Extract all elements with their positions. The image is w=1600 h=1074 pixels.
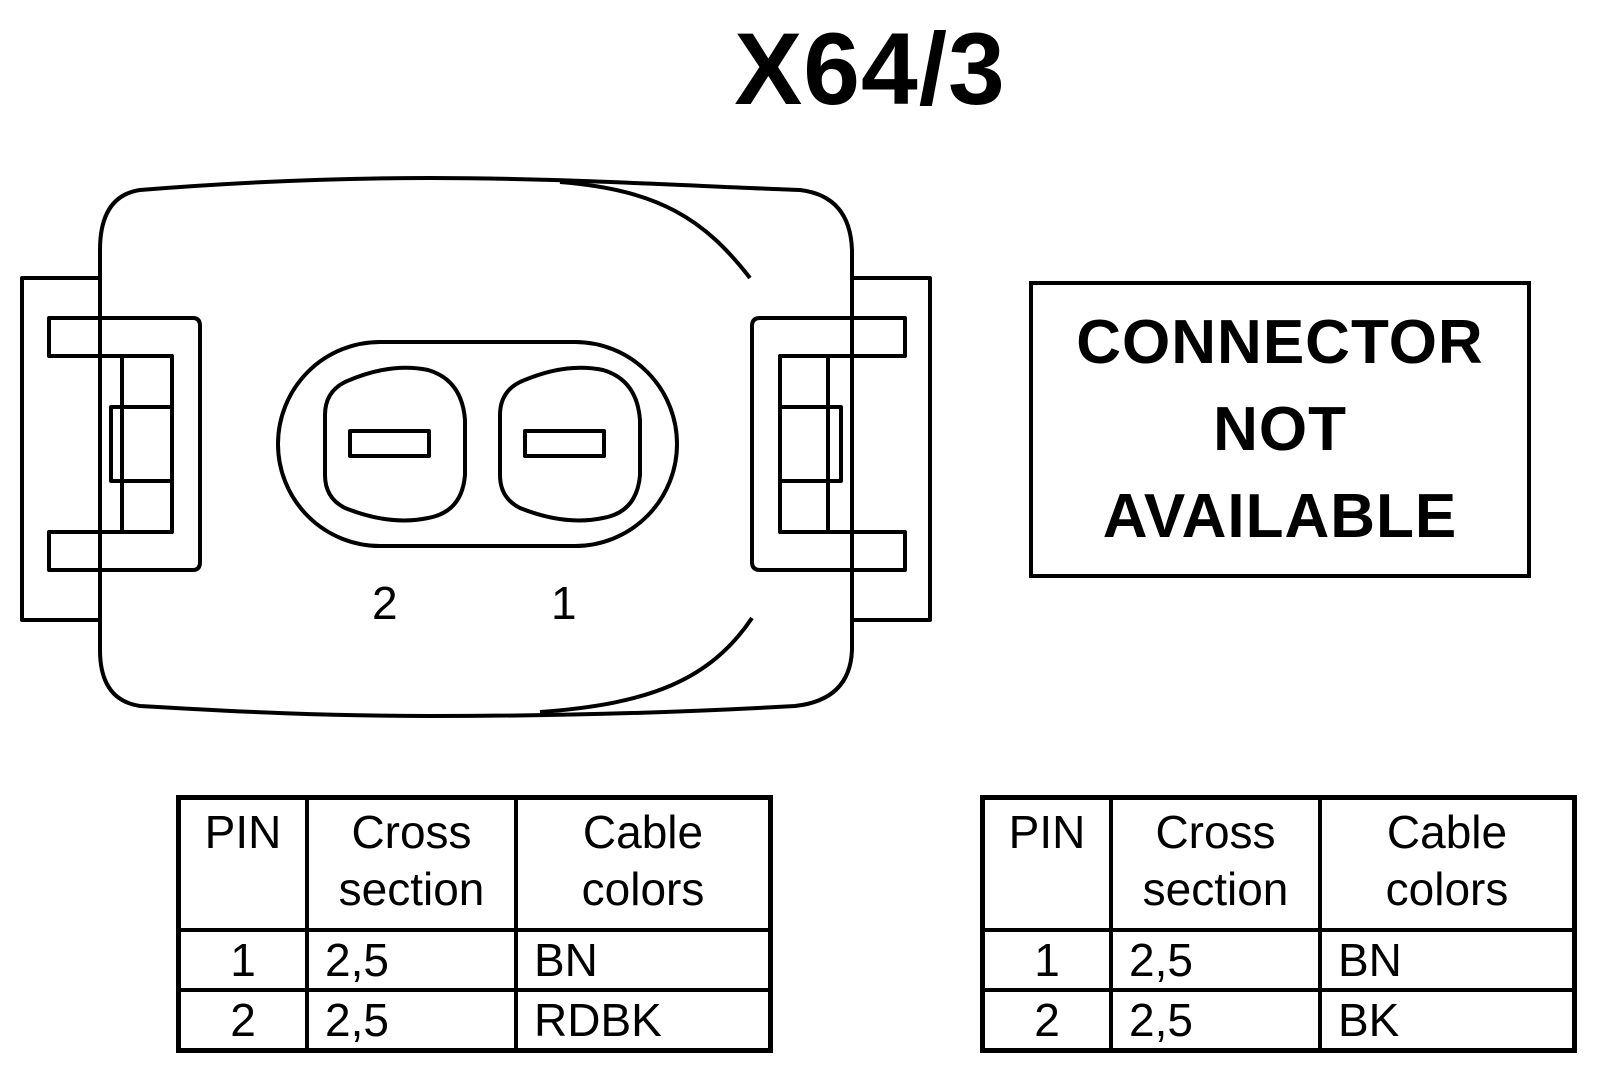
cell-pin: 1 <box>980 928 1113 992</box>
table-row: 2 2,5 RDBK <box>176 988 773 1053</box>
cell-cable-color: BK <box>1318 988 1577 1053</box>
cell-pin: 2 <box>980 988 1113 1053</box>
pin-1-label: 1 <box>551 577 577 629</box>
cell-cross-section: 2,5 <box>1109 988 1322 1053</box>
housing-contour-bottom <box>539 616 754 714</box>
connector-housing <box>98 176 854 718</box>
header-colors-line-1: Cable <box>582 806 704 858</box>
cell-pin: 1 <box>176 928 309 992</box>
cell-cross-section: 2,5 <box>305 928 518 992</box>
table-row: 1 2,5 BN <box>176 928 773 992</box>
pin-2-label: 2 <box>372 577 398 629</box>
housing-contour-top <box>559 180 752 280</box>
connector-title: X64/3 <box>734 12 1006 126</box>
header-colors-line-1: Cable <box>1386 806 1508 858</box>
header-cross-section: Cross section <box>1109 795 1322 932</box>
pin-2-cavity <box>323 365 467 523</box>
header-cross-line-2: section <box>338 863 485 915</box>
header-cross-line-2: section <box>1142 863 1289 915</box>
cell-cable-color: BN <box>1318 928 1577 992</box>
notice-line-3: AVAILABLE <box>1102 482 1458 551</box>
cell-cable-color: BN <box>514 928 773 992</box>
table-header-row: PIN Cross section Cable colors <box>176 795 773 932</box>
pin-table-left: PIN Cross section Cable colors 1 2,5 BN … <box>176 795 773 1053</box>
table-row: 1 2,5 BN <box>980 928 1577 992</box>
header-cross-line-1: Cross <box>1155 806 1276 858</box>
pin-table-right: PIN Cross section Cable colors 1 2,5 BN … <box>980 795 1577 1053</box>
cell-pin: 2 <box>176 988 309 1053</box>
cell-cross-section: 2,5 <box>1109 928 1322 992</box>
header-pin: PIN <box>176 795 309 932</box>
right-latch <box>750 276 932 622</box>
table-row: 2 2,5 BK <box>980 988 1577 1053</box>
cell-cross-section: 2,5 <box>305 988 518 1053</box>
notice-line-2: NOT <box>1213 395 1347 464</box>
header-cable-colors: Cable colors <box>1318 795 1577 932</box>
left-latch <box>20 276 202 622</box>
table-header-row: PIN Cross section Cable colors <box>980 795 1577 932</box>
header-cross-section: Cross section <box>305 795 518 932</box>
notice-line-1: CONNECTOR <box>1076 308 1484 377</box>
header-cross-line-1: Cross <box>351 806 472 858</box>
cell-cable-color: RDBK <box>514 988 773 1053</box>
header-colors-line-2: colors <box>1385 863 1509 915</box>
pin-1-cavity <box>498 365 642 523</box>
header-colors-line-2: colors <box>581 863 705 915</box>
connector-face-drawing <box>20 176 932 718</box>
header-pin: PIN <box>980 795 1113 932</box>
pin-well <box>276 340 679 548</box>
connector-not-available-box: CONNECTOR NOT AVAILABLE <box>1029 281 1531 578</box>
header-cable-colors: Cable colors <box>514 795 773 932</box>
